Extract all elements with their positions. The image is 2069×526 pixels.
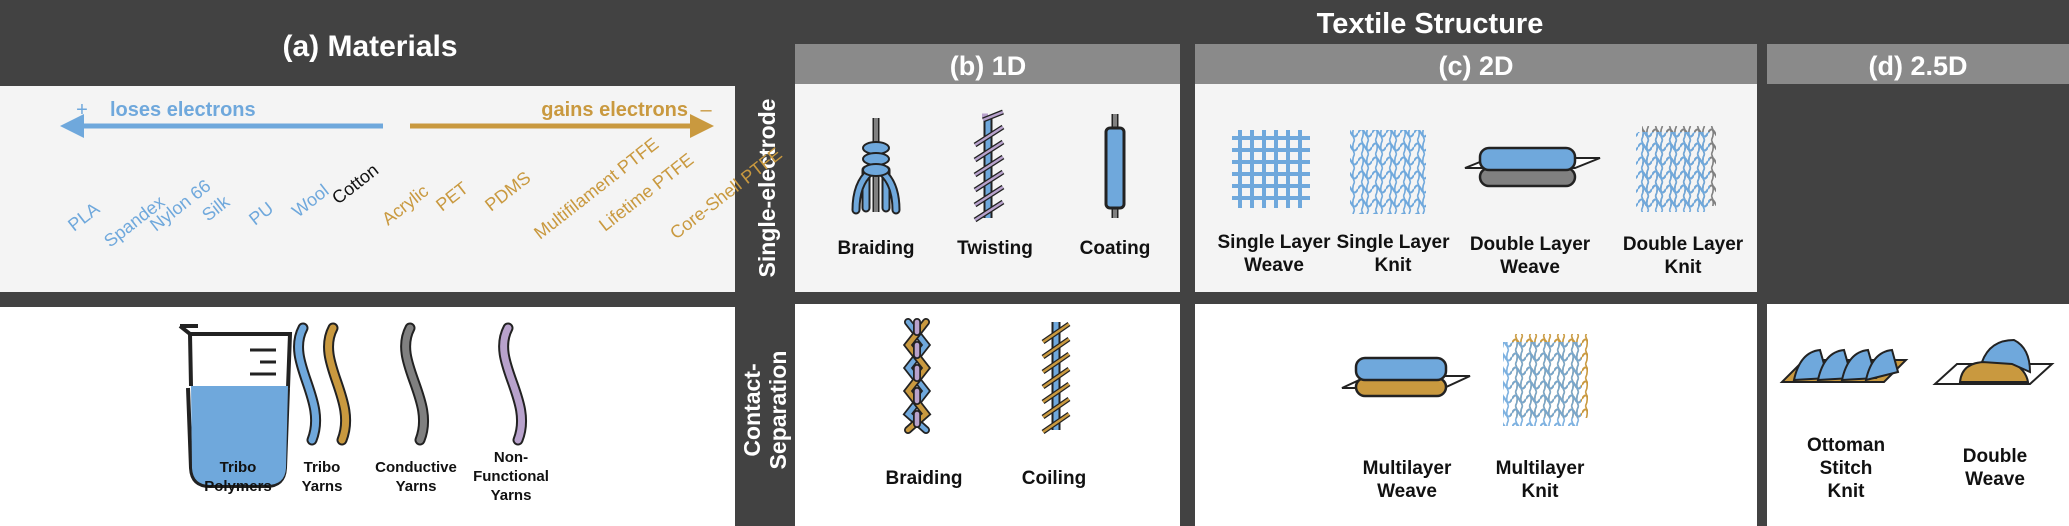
dl-weave-label-2: Weave xyxy=(1500,257,1560,278)
single-layer-knit-icon xyxy=(1350,130,1426,214)
ml-weave-label-2: Weave xyxy=(1377,481,1437,502)
minus-sign: – xyxy=(700,99,712,121)
gains-electrons-arrow xyxy=(410,114,714,138)
legend-tribo-yarns-1: Tribo xyxy=(304,459,341,476)
coiling-label: Coiling xyxy=(1022,468,1086,489)
empty-25d-single xyxy=(1767,84,2069,292)
twisting-icon xyxy=(973,109,1005,223)
braiding-contact-icon xyxy=(902,318,932,436)
header-25d: (d) 2.5D xyxy=(1868,51,1967,81)
coating-label: Coating xyxy=(1080,238,1151,259)
double-weave-icon xyxy=(1932,338,2055,385)
double-layer-weave-icon xyxy=(1464,146,1601,188)
materials-legend-panel xyxy=(0,307,735,526)
row-gap xyxy=(795,292,2069,304)
row-label-column xyxy=(735,44,795,526)
braiding-contact-label: Braiding xyxy=(885,468,962,489)
single-layer-weave-icon xyxy=(1232,130,1310,208)
sl-knit-label-1: Single Layer xyxy=(1337,232,1451,253)
header-1d: (b) 1D xyxy=(950,51,1027,81)
row-label-contact-1: Contact- xyxy=(739,363,765,456)
header-1d-bg xyxy=(795,44,1180,84)
structure-title: Textile Structure xyxy=(1317,8,1544,40)
twisting-label: Twisting xyxy=(957,238,1033,259)
double-layer-knit-icon xyxy=(1636,126,1716,212)
legend-conductive-2: Yarns xyxy=(396,478,437,495)
beaker-icon xyxy=(178,324,293,488)
panel-2d-contact xyxy=(1195,304,1757,526)
col-gap-2 xyxy=(1757,44,1767,526)
legend-nonfunctional-3: Yarns xyxy=(491,487,532,504)
ottoman-stitch-knit-icon xyxy=(1779,348,1909,383)
legend-tribo-yarns-2: Yarns xyxy=(302,478,343,495)
plus-sign: + xyxy=(76,99,88,121)
materials-title: (a) Materials xyxy=(282,30,457,63)
dl-knit-label-1: Double Layer xyxy=(1623,234,1744,255)
header-2d-bg xyxy=(1195,44,1757,84)
loses-electrons-label: loses electrons xyxy=(110,99,256,121)
multilayer-weave-icon xyxy=(1341,356,1471,398)
materials-series-panel xyxy=(0,86,735,292)
materials-divider xyxy=(0,292,735,307)
conductive-yarn-icon xyxy=(400,322,430,446)
dl-knit-label-2: Knit xyxy=(1665,257,1703,278)
double-weave-label-1: Double xyxy=(1963,446,2027,467)
multilayer-knit-icon xyxy=(1503,334,1588,426)
dl-weave-label-1: Double Layer xyxy=(1470,234,1591,255)
ottoman-label-2: Stitch xyxy=(1820,458,1873,479)
sl-weave-label-1: Single Layer xyxy=(1218,232,1332,253)
legend-nonfunctional-2: Functional xyxy=(473,468,549,485)
ml-knit-label-2: Knit xyxy=(1522,481,1560,502)
coating-icon xyxy=(1104,114,1126,218)
sl-weave-label-2: Weave xyxy=(1244,255,1304,276)
ottoman-label-3: Knit xyxy=(1828,481,1866,502)
row-label-contact-2: Separation xyxy=(765,351,791,470)
structure-header-bg xyxy=(735,0,2069,44)
sl-knit-label-2: Knit xyxy=(1375,255,1413,276)
ml-knit-label-1: Multilayer xyxy=(1496,458,1585,479)
legend-conductive-1: Conductive xyxy=(375,459,457,476)
header-2d: (c) 2D xyxy=(1438,51,1513,81)
ml-weave-label-1: Multilayer xyxy=(1363,458,1452,479)
legend-tribo-polymers-2: Polymers xyxy=(204,478,272,495)
panel-1d-contact xyxy=(795,304,1180,526)
double-weave-label-2: Weave xyxy=(1965,469,2025,490)
gains-electrons-label: gains electrons xyxy=(541,99,688,121)
header-25d-bg xyxy=(1767,44,2069,84)
legend-tribo-polymers-1: Tribo xyxy=(220,459,257,476)
coiling-icon xyxy=(1041,321,1071,435)
non-functional-yarn-icon xyxy=(498,322,528,446)
materials-header-bg xyxy=(0,0,795,86)
ottoman-label-1: Ottoman xyxy=(1807,435,1885,456)
loses-electrons-arrow xyxy=(60,114,383,138)
col-gap-1 xyxy=(1180,44,1195,526)
legend-nonfunctional-1: Non- xyxy=(494,449,528,466)
row-label-single: Single-electrode xyxy=(754,99,780,278)
braiding-single-icon xyxy=(851,118,901,215)
braiding-single-label: Braiding xyxy=(837,238,914,259)
panel-25d-contact xyxy=(1767,304,2069,526)
tribo-yarn-icon xyxy=(293,322,352,446)
